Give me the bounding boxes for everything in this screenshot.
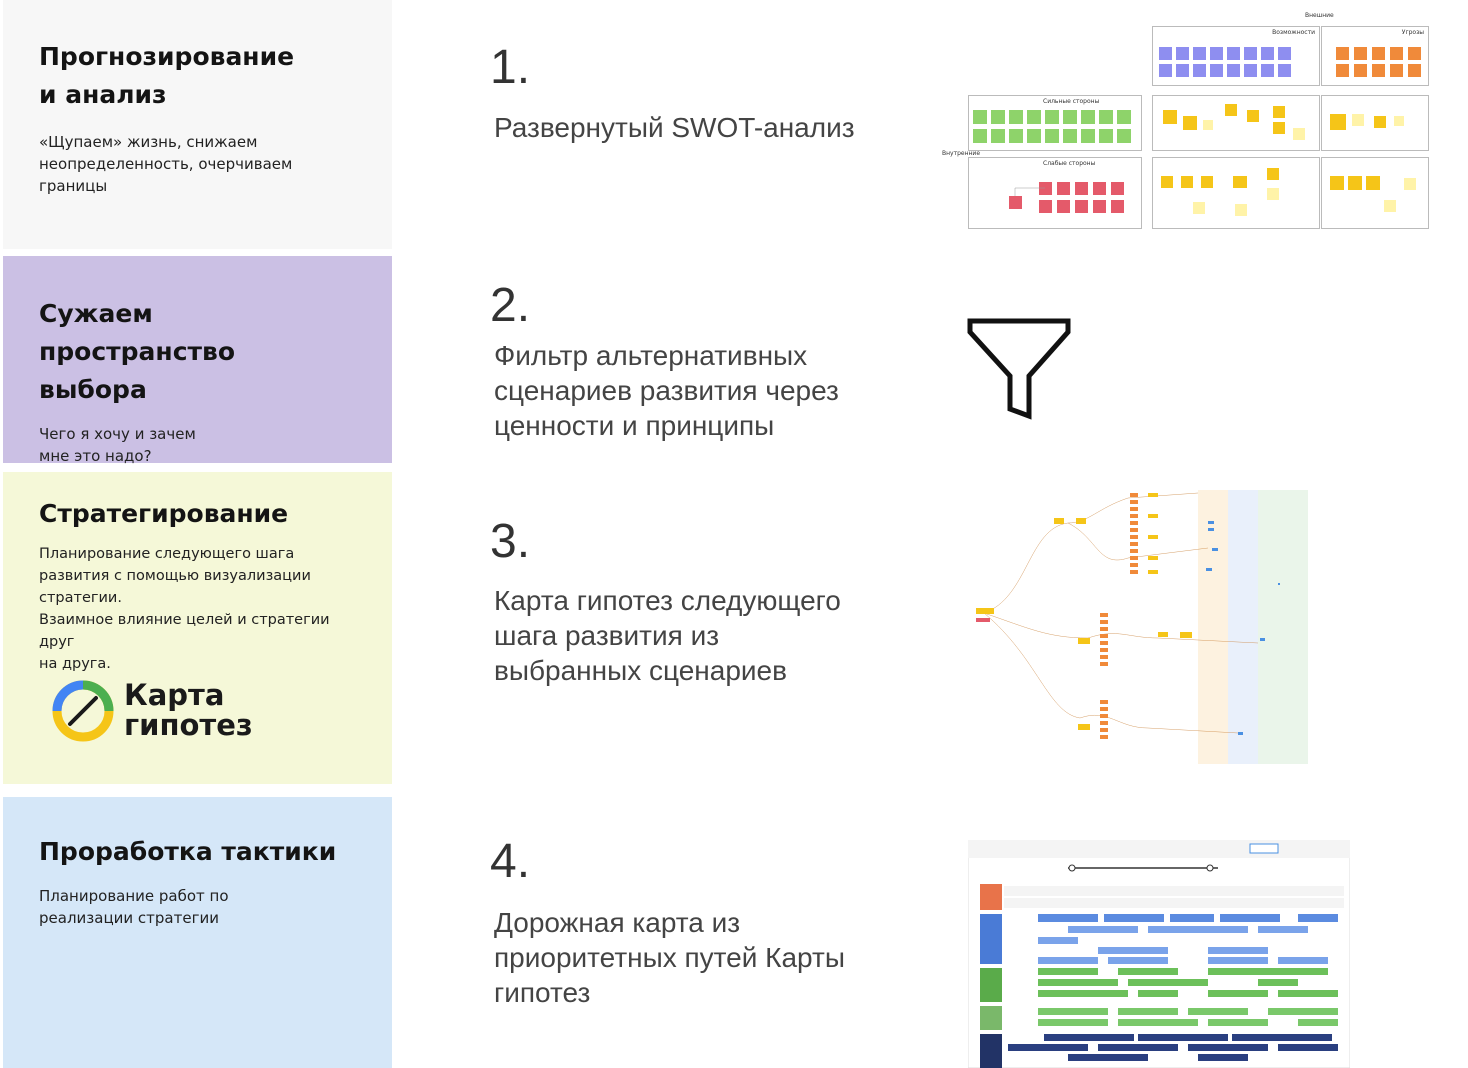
roadmap-thumbnail [968,840,1350,1068]
panel-title: Проработка тактики [39,837,337,866]
panel-forecasting: Прогнозирование и анализ «Щупаем» жизнь,… [3,0,392,249]
compass-logo-icon [52,680,114,742]
funnel-filter-icon [967,318,1071,420]
step-text-3: Карта гипотез следующего шага развития и… [494,585,841,686]
swot-illustration: Внешние Внутренние Возможности Угрозы Си… [940,12,1435,234]
swot-box-label: Сильные стороны [1043,98,1100,105]
panel-tactics: Проработка тактики Планирование работ по… [3,797,392,1068]
step-text-2: Фильтр альтернативных сценариев развития… [494,340,839,441]
swot-box-label: Слабые стороны [1043,160,1096,167]
swot-box-label: Возможности [1272,29,1315,36]
panel-description: Планирование работ по реализации стратег… [39,887,229,927]
swot-opportunities-box: Возможности [1152,26,1320,86]
step-number-1: 1. [490,41,531,94]
yellow-sticky-notes [1161,168,1279,216]
swot-yellow-box-1 [1152,95,1320,151]
orange-sticky-notes [1336,47,1421,77]
panel-description: Чего я хочу и зачем мне это надо? [39,425,196,465]
swot-strengths-box: Сильные стороны [968,95,1142,151]
swot-yellow-box-3 [1152,157,1320,229]
panel-title: Сужаем пространство выбора [39,299,235,404]
swot-yellow-box-2 [1321,95,1429,151]
logo-wordmark: Карта гипотез [124,678,253,742]
swot-yellow-box-4 [1321,157,1429,229]
yellow-sticky-notes [1163,104,1305,140]
step-number-2: 2. [490,279,531,332]
green-sticky-notes [973,110,1131,143]
hypothesis-map-thumbnail [976,490,1308,764]
pink-sticky-notes [1009,182,1124,213]
yellow-sticky-notes [1330,114,1404,130]
panel-title: Прогнозирование и анализ [39,42,295,109]
swot-top-label: Внешние [1305,12,1334,19]
swot-box-label: Угрозы [1401,29,1424,36]
swot-side-label: Внутренние [942,150,981,157]
yellow-sticky-notes [1330,176,1416,212]
step-text-4: Дорожная карта из приоритетных путей Кар… [494,907,845,1008]
step-text-1: Развернутый SWOT-анализ [494,112,855,143]
swot-weaknesses-box: Слабые стороны [968,157,1142,229]
purple-sticky-notes [1159,47,1291,77]
swot-threats-box: Угрозы [1321,26,1429,86]
panel-description: «Щупаем» жизнь, снижаем неопределенность… [39,133,293,195]
step-number-4: 4. [490,835,531,888]
panel-description: Планирование следующего шага развития с … [39,546,330,672]
step-number-3: 3. [490,515,531,568]
panel-narrow-choice: Сужаем пространство выбора Чего я хочу и… [3,256,392,465]
panel-title: Стратегирование [39,499,289,528]
